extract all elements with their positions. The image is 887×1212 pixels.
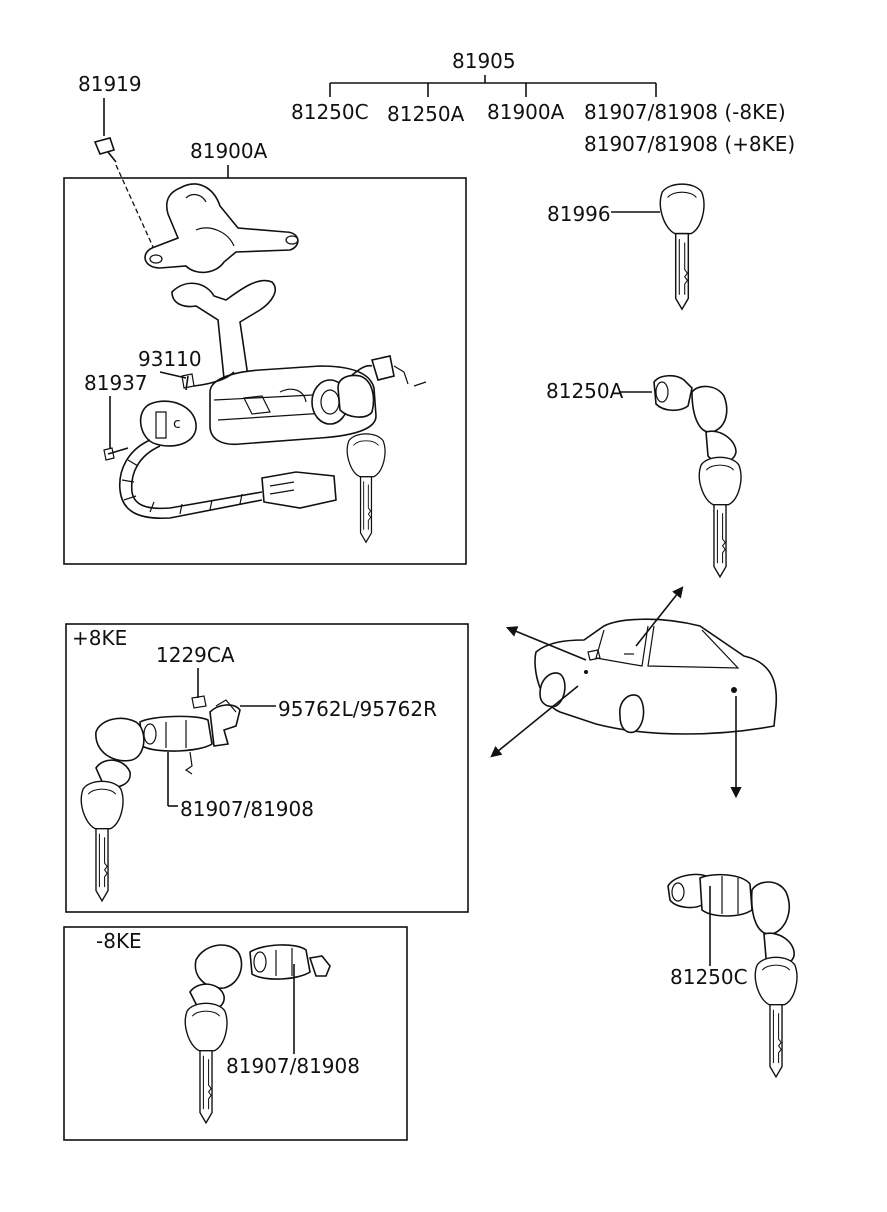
- kit-sub-81250a: 81250A: [387, 102, 465, 126]
- kit-callout-tree: 81905 81250C 81250A 81900A 81907/81908 (…: [291, 49, 795, 156]
- kit-sub-81907-plus: 81907/81908 (+8KE): [584, 132, 795, 156]
- screw-part-number: 81937: [84, 371, 148, 395]
- kit-sub-81900a: 81900A: [487, 100, 565, 124]
- lamp-part-number: 93110: [138, 347, 202, 371]
- lock-assy-box: [63, 177, 467, 565]
- plus-8ke-title: +8KE: [72, 626, 127, 650]
- plus-8ke-box: [65, 623, 469, 913]
- minus-8ke-title: -8KE: [96, 929, 142, 953]
- trunk-lock-part-number: 81250C: [670, 965, 748, 989]
- svg-text:c: c: [173, 416, 181, 432]
- door-lock-a-part-number: 81250A: [546, 379, 624, 403]
- kit-sub-81250c: 81250C: [291, 100, 369, 124]
- minus-8ke-cylinder-icon: [184, 944, 331, 1124]
- kit-sub-81907-minus: 81907/81908 (-8KE): [584, 100, 786, 124]
- trunk-lock-icon: [667, 873, 798, 1078]
- plus-screw-part-number: 1229CA: [156, 643, 235, 667]
- plus-cylinder-part-number: 81907/81908: [180, 797, 314, 821]
- door-lock-a-icon: [653, 374, 742, 578]
- steering-lock-assembly-icon: c: [103, 183, 427, 543]
- kit-part-number: 81905: [452, 49, 516, 73]
- bolt-part-number: 81919: [78, 72, 142, 96]
- minus-8ke-box: [63, 926, 408, 1141]
- key-blank-icon: [659, 183, 705, 310]
- plus-8ke-cylinder-icon: [80, 695, 241, 902]
- lock-assy-part-number: 81900A: [190, 139, 268, 163]
- bolt-callout: 81919: [78, 72, 159, 259]
- bolt-icon: [93, 137, 116, 155]
- vehicle-location-icon: [490, 586, 778, 799]
- key-blank-part-number: 81996: [547, 202, 611, 226]
- minus-cylinder-part-number: 81907/81908: [226, 1054, 360, 1078]
- plus-lever-part-number: 95762L/95762R: [278, 697, 437, 721]
